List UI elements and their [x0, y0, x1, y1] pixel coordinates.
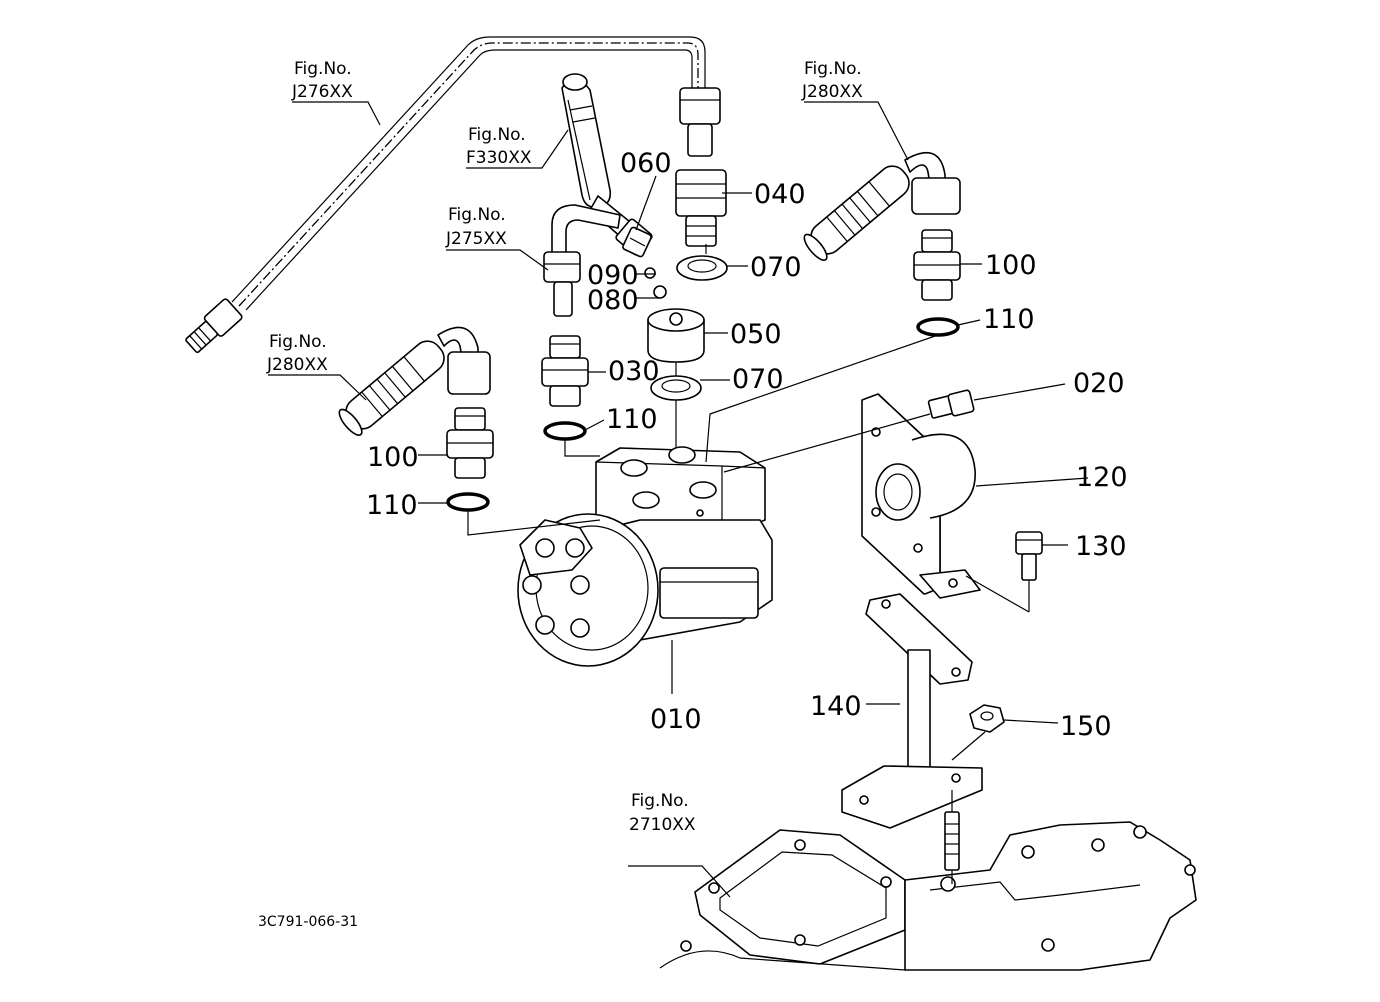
oring-110-middle [543, 421, 587, 441]
oring-110-left [446, 492, 490, 512]
bolt-020 [927, 389, 975, 419]
figure-ref-j276-line1: Fig.No. [294, 59, 352, 79]
callout-080: 080 [587, 285, 639, 316]
callout-110-left: 110 [366, 490, 418, 521]
figure-ref-2710-line2: 2710XX [629, 815, 696, 835]
figure-ref-j280-left-line2: J280XX [266, 355, 328, 375]
bracket-120 [861, 393, 981, 599]
figure-ref-f330-line2: F330XX [466, 148, 532, 168]
seal-070-upper [676, 255, 728, 281]
leader-lines [268, 101, 1089, 898]
callout-020: 020 [1073, 368, 1125, 399]
adapter-100-left [446, 407, 494, 479]
figure-ref-j275-line1: Fig.No. [448, 205, 506, 225]
nut-150 [969, 704, 1005, 733]
callout-060: 060 [620, 148, 672, 179]
stay-140 [841, 593, 983, 829]
hose-j280-right [803, 151, 961, 261]
oring-110-right [916, 317, 960, 337]
hose-j280-left [338, 326, 491, 436]
tube-j275 [543, 204, 621, 317]
fitting-060 [622, 226, 652, 258]
callout-030: 030 [608, 356, 660, 387]
callout-010: 010 [650, 704, 702, 735]
callout-090: 090 [587, 260, 639, 291]
callout-050: 050 [730, 319, 782, 350]
figure-ref-j280-left: Fig.No. J280XX [266, 332, 328, 375]
callouts: 060 040 070 090 080 050 030 070 110 100 … [366, 148, 1128, 742]
bolt-heads [522, 538, 590, 638]
adapter-100-right [913, 229, 961, 301]
callout-140: 140 [810, 691, 862, 722]
callout-130: 130 [1075, 531, 1127, 562]
figure-ref-j275-line2: J275XX [445, 229, 507, 249]
tube-j276 [185, 36, 721, 354]
callout-110-middle: 110 [606, 404, 658, 435]
transmission-case-2710 [659, 821, 1197, 971]
figure-ref-j276: Fig.No. J276XX [291, 59, 353, 102]
callout-100-right: 100 [985, 250, 1037, 281]
callout-040: 040 [754, 179, 806, 210]
figure-ref-f330-line1: Fig.No. [468, 125, 526, 145]
figure-ref-f330: Fig.No. F330XX [466, 125, 532, 168]
figure-ref-j276-line2: J276XX [291, 82, 353, 102]
spring-080 [653, 285, 667, 299]
callout-070-lower: 070 [732, 364, 784, 395]
figure-ref-j280-left-line1: Fig.No. [269, 332, 327, 352]
callout-120: 120 [1076, 462, 1128, 493]
callout-110-right: 110 [983, 304, 1035, 335]
adapter-040 [675, 169, 727, 247]
callout-150: 150 [1060, 711, 1112, 742]
figure-ref-j275: Fig.No. J275XX [445, 205, 507, 249]
body-050 [647, 308, 705, 363]
adapter-030 [541, 335, 589, 407]
figure-ref-2710: Fig.No. 2710XX [629, 791, 696, 835]
figure-ref-j280-right-line1: Fig.No. [804, 59, 862, 79]
stud [944, 811, 960, 871]
figure-ref-j280-right: Fig.No. J280XX [801, 59, 863, 102]
ball-090 [644, 267, 656, 279]
figure-ref-2710-line1: Fig.No. [631, 791, 689, 811]
diagram-code: 3C791-066-31 [258, 914, 358, 930]
steering-unit-010 [517, 446, 773, 694]
callout-100-left: 100 [367, 442, 419, 473]
bolt-130 [1015, 531, 1043, 581]
figure-ref-j280-right-line2: J280XX [801, 82, 863, 102]
callout-070-upper: 070 [750, 252, 802, 283]
